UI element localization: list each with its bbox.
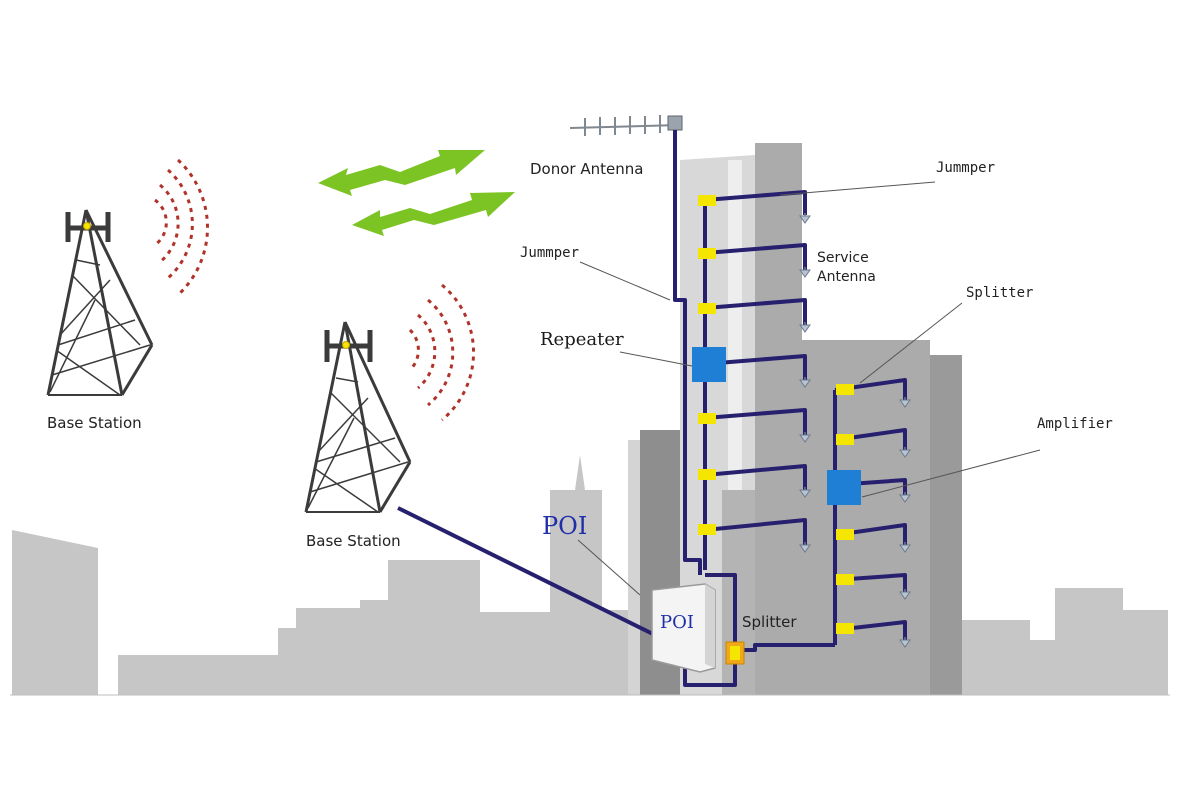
base-station-tower-left xyxy=(46,209,154,396)
leader-lines xyxy=(577,181,1041,596)
amplifier-label: Amplifier xyxy=(1037,416,1113,432)
poi-outside-label: POI xyxy=(542,512,587,540)
base-station-left-label: Base Station xyxy=(47,414,142,432)
wireless-link-arrows xyxy=(318,150,515,236)
cable-network xyxy=(397,130,907,687)
donor-antenna-label: Donor Antenna xyxy=(530,160,643,178)
signal-waves-lower xyxy=(408,283,476,422)
repeater-label: Repeater xyxy=(540,329,624,350)
service-antenna-label-line2: Antenna xyxy=(817,269,876,285)
splitter-unit xyxy=(725,641,745,665)
amplifier-unit xyxy=(827,470,861,505)
poi-unit xyxy=(651,583,716,673)
repeater-unit xyxy=(692,347,726,382)
poi-box-label: POI xyxy=(660,612,694,633)
jumper-connectors xyxy=(698,195,854,634)
city-skyline xyxy=(12,455,1168,695)
base-station-right-label: Base Station xyxy=(306,532,401,550)
yagi-antenna-icon xyxy=(569,115,683,165)
service-antenna-label-line1: Service xyxy=(817,250,869,266)
signal-waves-upper xyxy=(154,158,209,297)
splitter-top-label: Splitter xyxy=(966,285,1033,301)
jummper-top-label: Jummper xyxy=(936,160,995,176)
base-station-tower-right xyxy=(304,321,412,513)
jummper-left-label: Jummper xyxy=(520,245,579,261)
splitter-bottom-label: Splitter xyxy=(742,613,797,631)
